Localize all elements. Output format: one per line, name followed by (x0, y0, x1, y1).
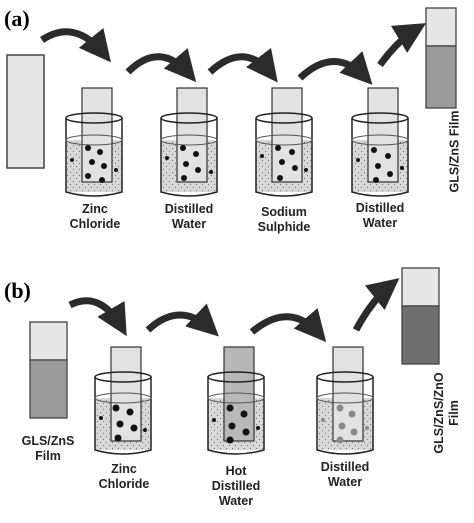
start-glass-slide-a (6, 54, 45, 169)
beaker-zinc-chloride-b (94, 346, 152, 455)
arrow-b4 (352, 278, 400, 332)
product-slide-gls-zns-zno (401, 267, 440, 365)
beaker-distilled-water-a2 (351, 87, 409, 197)
label-distilled-water-a2: Distilled Water (355, 201, 405, 230)
arrow-a4 (297, 51, 373, 85)
beaker-zinc-chloride-a (65, 87, 123, 197)
label-gls-zns-film-start: GLS/ZnS Film (21, 434, 75, 463)
beaker-distilled-water-a1 (160, 87, 218, 197)
arrow-b3 (249, 308, 327, 343)
label-gls-zns-zno-film-product: GLS/ZnS/ZnO Film (432, 372, 461, 454)
arrow-b2 (145, 303, 219, 337)
arrow-a5 (377, 23, 427, 68)
arrow-b1 (68, 297, 127, 337)
label-hot-distilled-water-b: Hot Distilled Water (211, 464, 261, 508)
label-distilled-water-b: Distilled Water (320, 460, 370, 489)
start-slide-gls-zns-b (29, 321, 68, 419)
panel-label-b: (b) (4, 278, 31, 303)
beaker-hot-distilled-water-b (207, 346, 265, 455)
product-slide-gls-zns (425, 7, 457, 109)
label-distilled-water-a1: Distilled Water (164, 202, 214, 231)
beaker-sodium-sulphide-a (255, 87, 313, 197)
arrow-a2 (125, 48, 197, 83)
beaker-distilled-water-b (316, 346, 374, 455)
label-gls-zns-film-product: GLS/ZnS Film (447, 110, 462, 193)
label-zinc-chloride-b: Zinc Chloride (98, 462, 150, 491)
label-sodium-sulphide-a: Sodium Sulphide (257, 205, 311, 234)
panel-label-a: (a) (4, 6, 30, 31)
arrow-a3 (207, 47, 278, 83)
label-zinc-chloride-a: Zinc Chloride (69, 202, 121, 231)
arrow-a1 (40, 27, 111, 63)
